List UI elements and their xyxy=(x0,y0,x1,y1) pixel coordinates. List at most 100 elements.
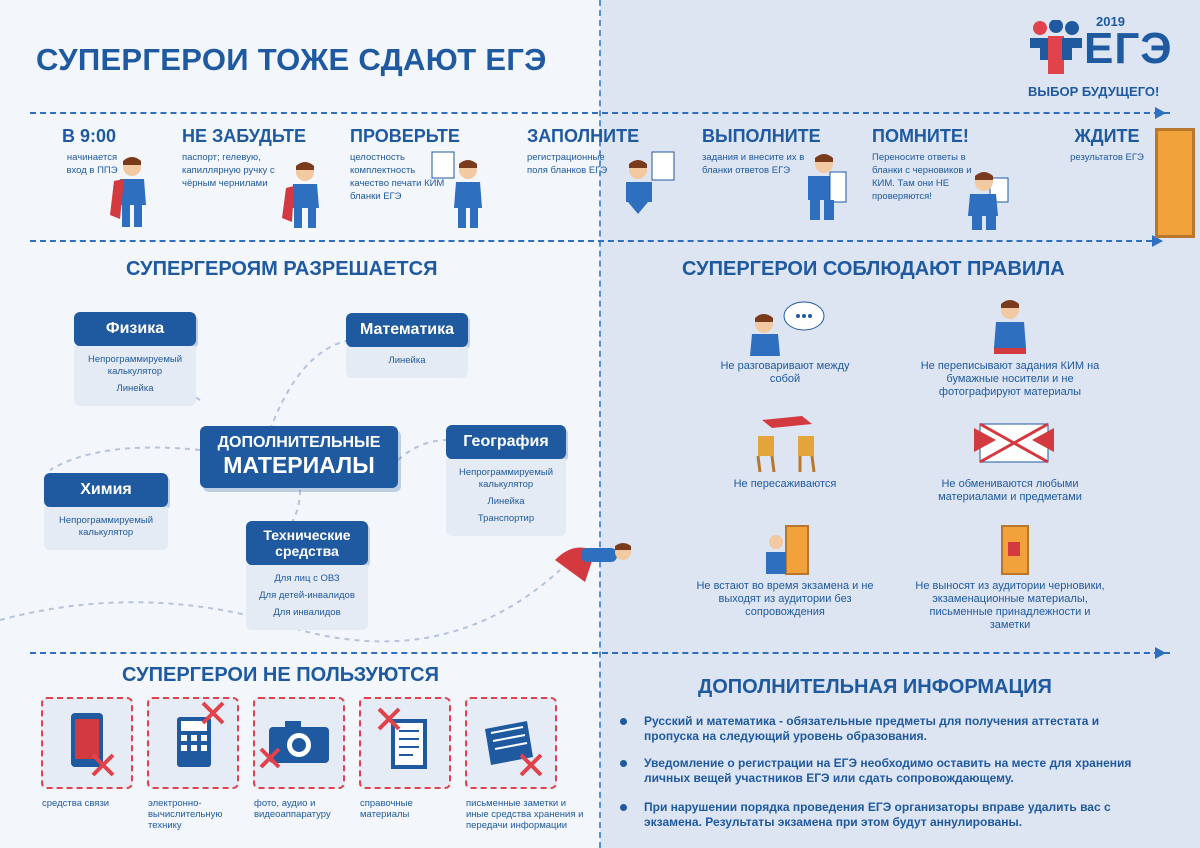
subject-title: Физика xyxy=(74,312,196,346)
chairs-icon xyxy=(756,416,816,472)
step-4: ЗАПОЛНИТЕ регистрационные поля бланков Е… xyxy=(527,126,687,236)
rule-text: Не обмениваются любыми материалами и пре… xyxy=(938,478,1082,503)
info-text: Русский и математика - обязательные пред… xyxy=(644,714,1100,743)
step-text: паспорт; гелевую, капиллярную ручку с чё… xyxy=(182,152,275,189)
step-5: ВЫПОЛНИТЕ задания и внесите их в бланки … xyxy=(702,126,862,236)
banned-item xyxy=(359,697,451,789)
rule-text: Не выносят из аудитории черновики, экзам… xyxy=(915,580,1105,631)
arrow-right-icon xyxy=(1155,647,1166,659)
subject-item: Непрограммируемый калькулятор xyxy=(458,467,554,490)
door-exit-icon xyxy=(766,525,809,575)
exchange-icon xyxy=(974,422,1054,464)
banned-label: справочные материалы xyxy=(360,798,413,820)
step-heading: ЗАПОЛНИТЕ xyxy=(527,126,640,146)
copying-icon xyxy=(994,300,1026,354)
subject-item: Для детей-инвалидов xyxy=(259,590,355,601)
step-heading: ЖДИТЕ xyxy=(1074,126,1140,146)
subject-item: Непрограммируемый калькулятор xyxy=(87,354,183,377)
phone-icon xyxy=(71,713,115,777)
subject-items: Для лиц с ОВЗ Для детей-инвалидов Для ин… xyxy=(246,565,368,630)
step-text: целостность комплектность качество печат… xyxy=(350,152,445,202)
banned-item xyxy=(253,697,345,789)
rule-text: Не пересаживаются xyxy=(733,478,837,490)
banned-heading: СУПЕРГЕРОИ НЕ ПОЛЬЗУЮТСЯ xyxy=(122,664,439,686)
subject-item: Транспортир xyxy=(477,513,535,524)
right-panel-background xyxy=(600,0,1200,848)
subject-math: Математика Линейка xyxy=(346,313,468,378)
step-heading: НЕ ЗАБУДЬТЕ xyxy=(182,126,306,146)
banned-label: средства связи xyxy=(42,798,110,809)
bullet-icon xyxy=(620,718,627,725)
camera-icon xyxy=(259,721,329,769)
superhero-icon xyxy=(431,151,482,228)
notes-icon xyxy=(485,721,543,777)
vertical-divider xyxy=(599,0,601,848)
subject-title: Технические средства xyxy=(246,521,368,565)
step-text: регистрационные поля бланков ЕГЭ xyxy=(527,152,608,176)
book-icon xyxy=(377,707,427,769)
divider-bottom xyxy=(30,652,1170,654)
banned-item xyxy=(147,697,239,789)
subject-items: Непрограммируемый калькулятор xyxy=(44,507,168,550)
divider-steps xyxy=(30,240,1152,242)
bullet-icon xyxy=(620,804,627,811)
bullet-icon xyxy=(620,760,627,767)
arrow-right-icon xyxy=(1155,107,1166,119)
logo-slogan: ВЫБОР БУДУЩЕГО! xyxy=(1028,84,1160,99)
subject-items: Непрограммируемый калькулятор Линейка xyxy=(74,346,196,406)
subject-item: Для инвалидов xyxy=(273,607,341,618)
subject-geography: География Непрограммируемый калькулятор … xyxy=(446,425,566,536)
logo-name: ЕГЭ xyxy=(1084,24,1173,73)
subject-title: География xyxy=(446,425,566,459)
subject-items: Линейка xyxy=(346,347,468,378)
banned-label: письменные заметки и иные средства хране… xyxy=(466,798,584,831)
banned-item xyxy=(41,697,133,789)
flying-superhero-icon xyxy=(555,543,631,582)
step-text: результатов ЕГЭ xyxy=(1070,152,1144,163)
banned-label: электронно-вычислительную технику xyxy=(148,798,223,831)
step-2: НЕ ЗАБУДЬТЕ паспорт; гелевую, капиллярну… xyxy=(182,126,342,236)
step-6: ПОМНИТЕ! Переносите ответы в бланки с че… xyxy=(872,126,1032,236)
step-text: начинается вход в ППЭ xyxy=(66,152,118,176)
step-3: ПРОВЕРЬТЕ целостность комплектность каче… xyxy=(350,126,510,236)
rule-text: Не встают во время экзамена и не выходят… xyxy=(696,580,874,618)
subject-items: Непрограммируемый калькулятор Линейка Тр… xyxy=(446,459,566,536)
additional-materials-box: ДОПОЛНИТЕЛЬНЫЕ МАТЕРИАЛЫ xyxy=(200,426,398,488)
superhero-icon xyxy=(808,154,847,220)
subject-item: Непрограммируемый калькулятор xyxy=(58,515,154,538)
ege-logo: 2019 ЕГЭ ВЫБОР БУДУЩЕГО! xyxy=(1026,12,1186,102)
allowed-heading: СУПЕРГЕРОЯМ РАЗРЕШАЕТСЯ xyxy=(126,258,438,280)
superhero-icon xyxy=(626,151,675,214)
step-heading: ПРОВЕРЬТЕ xyxy=(350,126,460,146)
step-heading: ПОМНИТЕ! xyxy=(872,126,969,146)
calculator-icon xyxy=(177,701,225,767)
logo-year: 2019 xyxy=(1096,14,1125,29)
step-7: ЖДИТЕ результатов ЕГЭ xyxy=(1062,126,1152,236)
banned-label: фото, аудио и видеоаппаратуру xyxy=(254,798,331,820)
door-carry-icon xyxy=(1001,525,1029,575)
arrow-right-icon xyxy=(1152,235,1163,247)
superhero-icon xyxy=(968,172,1009,230)
door-icon xyxy=(1155,128,1195,238)
additional-materials-line2: МАТЕРИАЛЫ xyxy=(223,452,375,478)
step-heading: ВЫПОЛНИТЕ xyxy=(702,126,821,146)
superhero-icon xyxy=(282,162,319,228)
subject-item: Для лиц с ОВЗ xyxy=(274,573,340,584)
subject-title: Математика xyxy=(346,313,468,347)
info-text: При нарушении порядка проведения ЕГЭ орг… xyxy=(644,800,1111,829)
rules-heading: СУПЕРГЕРОИ СОБЛЮДАЮТ ПРАВИЛА xyxy=(682,258,1065,280)
superhero-icon xyxy=(110,157,146,227)
step-text: Переносите ответы в бланки с черновиков … xyxy=(872,152,972,202)
subject-item: Линейка xyxy=(487,496,525,507)
banned-item xyxy=(465,697,557,789)
additional-materials-line1: ДОПОЛНИТЕЛЬНЫЕ xyxy=(217,434,381,451)
subject-item: Линейка xyxy=(116,383,154,394)
step-1: В 9:00 начинается вход в ППЭ xyxy=(62,126,172,236)
subject-tech: Технические средства Для лиц с ОВЗ Для д… xyxy=(246,521,368,630)
subject-physics: Физика Непрограммируемый калькулятор Лин… xyxy=(74,312,196,406)
subject-title: Химия xyxy=(44,473,168,507)
info-text: Уведомление о регистрации на ЕГЭ необход… xyxy=(644,756,1132,785)
logo-figures-icon xyxy=(1030,20,1082,74)
rule-text: Не переписывают задания КИМ на бумажные … xyxy=(920,360,1100,398)
info-item: Уведомление о регистрации на ЕГЭ необход… xyxy=(620,756,1140,786)
